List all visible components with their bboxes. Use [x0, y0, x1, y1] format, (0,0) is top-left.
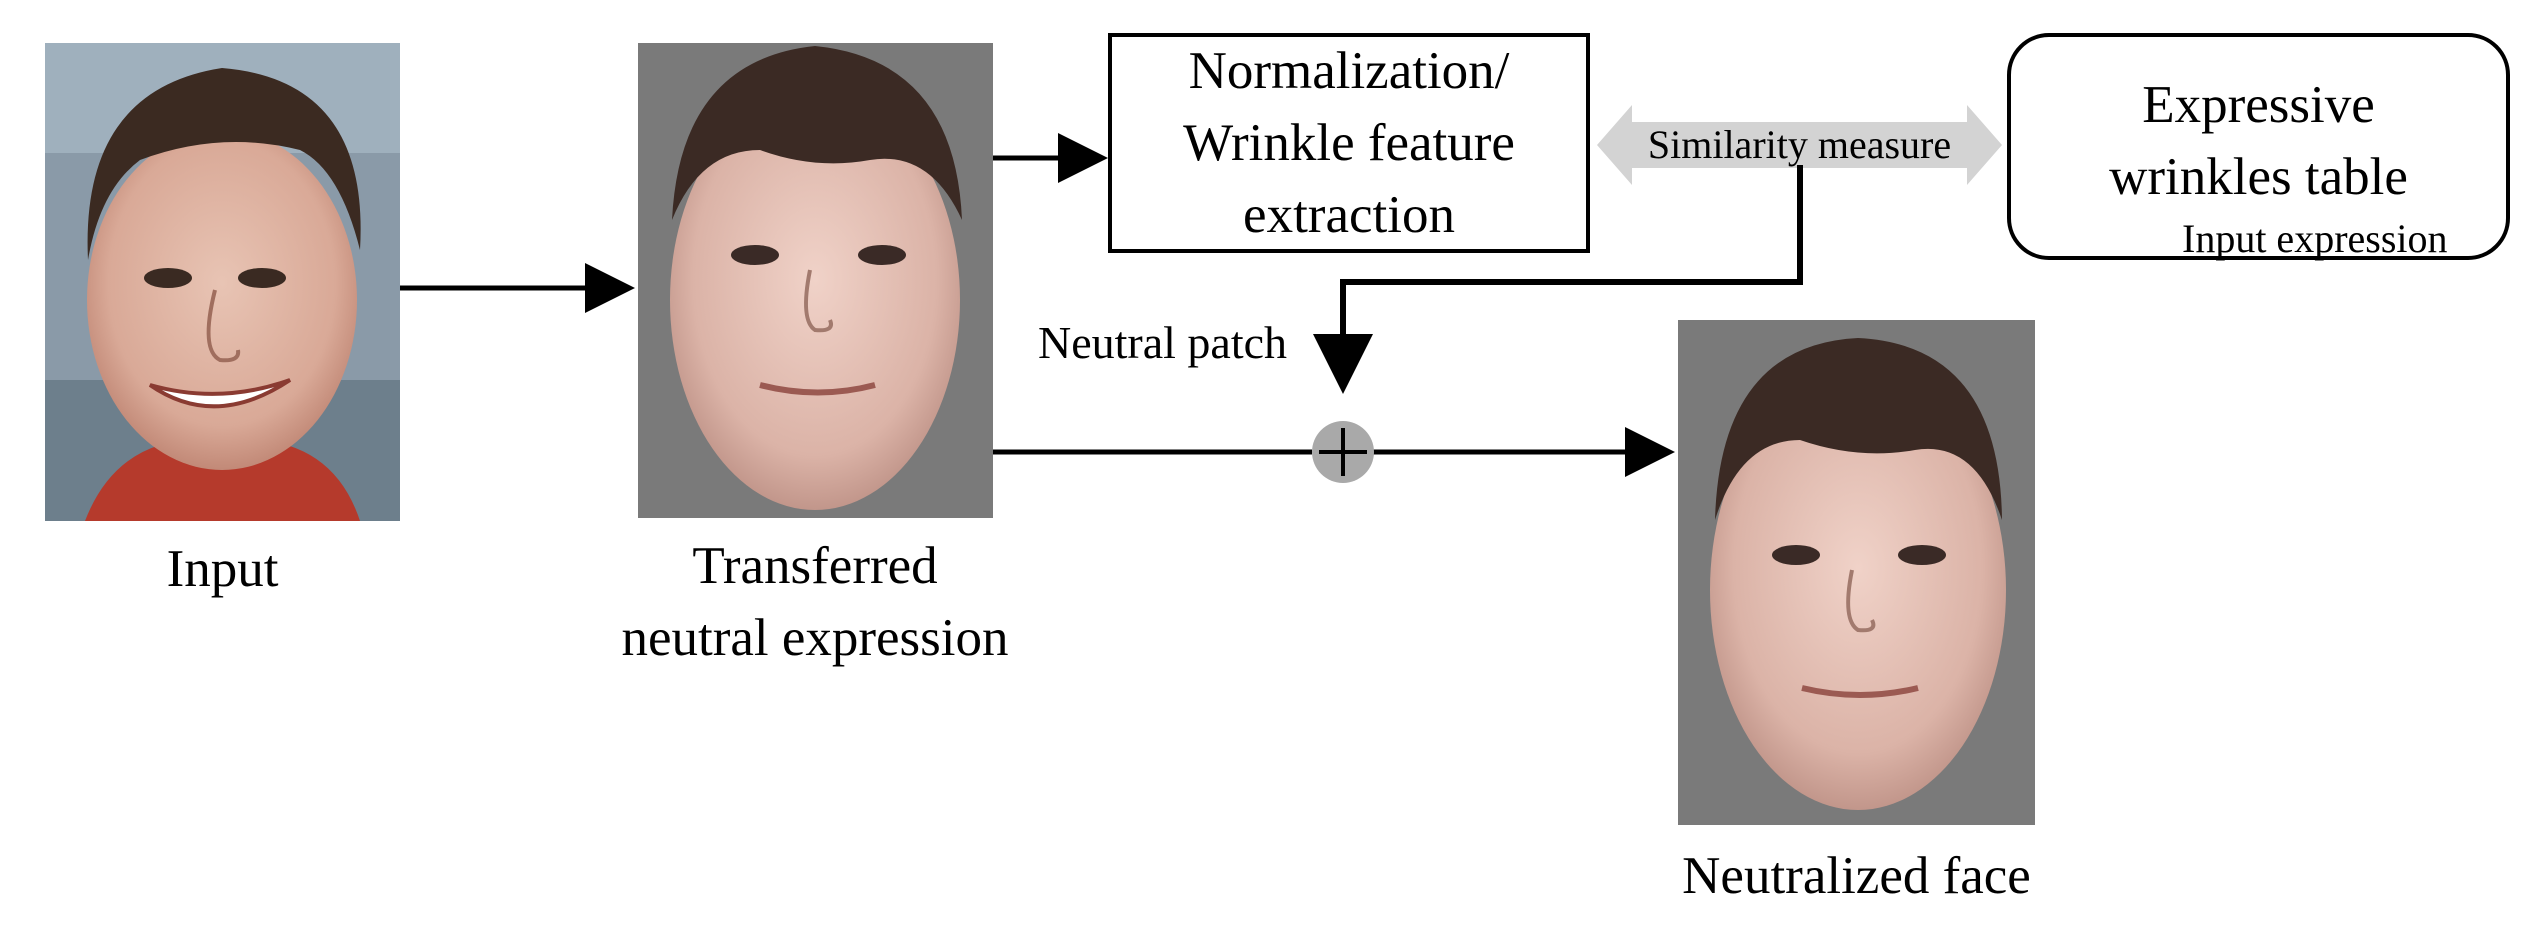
transferred-caption-line2: neutral expression — [621, 609, 1009, 667]
normalization-box-line3: extraction — [1243, 186, 1455, 244]
neutral-patch-label: Neutral patch — [1038, 317, 1288, 368]
neutral-patch-connector — [1313, 165, 1803, 394]
input-face-photo — [45, 43, 400, 521]
wrinkles-table-line2: wrinkles table — [2109, 148, 2408, 206]
normalization-box-line2: Wrinkle feature — [1183, 114, 1515, 172]
similarity-measure-label: Similarity measure — [1647, 122, 1952, 167]
sum-node — [1312, 421, 1374, 483]
normalization-box-line1: Normalization/ — [1188, 42, 1510, 100]
input-caption: Input — [166, 540, 279, 598]
neutralized-face-image — [1678, 320, 2035, 825]
transferred-caption-line1: Transferred — [692, 537, 938, 595]
normalization-box: Normalization/ Wrinkle feature extractio… — [1108, 33, 1590, 253]
input-expression-label: Input expression — [2182, 216, 2448, 261]
neutralized-caption: Neutralized face — [1682, 847, 2031, 905]
wrinkles-table-line1: Expressive — [2142, 76, 2375, 134]
transferred-face-image — [638, 43, 993, 518]
similarity-double-arrow — [1597, 105, 2002, 185]
wrinkles-table-box: Expressive wrinkles table — [2007, 33, 2510, 260]
